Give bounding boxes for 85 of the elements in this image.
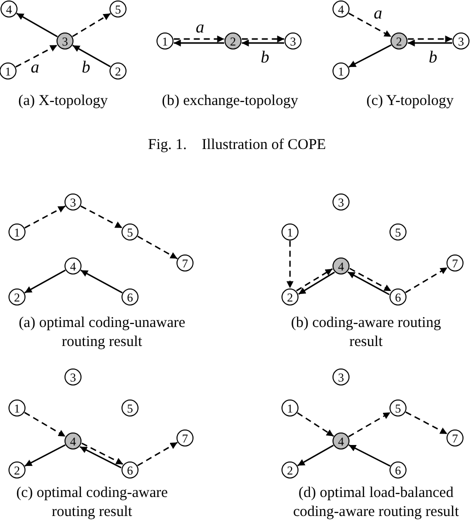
node-circle: 2 xyxy=(282,462,298,478)
node-circle: 2 xyxy=(8,288,26,306)
node-circle: 4 xyxy=(64,258,82,274)
arrow xyxy=(348,12,392,38)
subfigure-caption: (c) optimal coding-aware routing result xyxy=(15,484,169,522)
node-circle: 1 xyxy=(282,400,298,416)
arrow xyxy=(296,268,333,292)
subfigure-caption: (a) X-topology xyxy=(17,92,109,111)
node-circle: 4 xyxy=(64,432,82,450)
node-circle: 2 xyxy=(224,32,242,50)
node-circle: 3 xyxy=(332,368,350,386)
arrow xyxy=(405,266,448,294)
arrow xyxy=(24,444,66,467)
arrow xyxy=(348,444,390,467)
arrow xyxy=(174,36,224,42)
node-circle: 6 xyxy=(390,288,406,306)
node-circle: 5 xyxy=(122,224,138,240)
subfigure-caption: (a) optimal coding-unaware routing result xyxy=(18,314,186,352)
arrow xyxy=(72,44,111,68)
subfigure-caption: (b) exchange-topology xyxy=(160,92,300,111)
node-circle: 4 xyxy=(332,258,350,274)
node-circle: 7 xyxy=(446,254,464,272)
arrow xyxy=(286,240,294,288)
arrow xyxy=(347,271,390,296)
node-circle: 1 xyxy=(282,224,298,240)
edge-label: a xyxy=(30,58,40,76)
node-circle: 5 xyxy=(110,0,126,18)
node-circle: 7 xyxy=(176,430,194,446)
arrow xyxy=(297,444,334,466)
arrow xyxy=(24,412,66,438)
arrow xyxy=(16,12,58,38)
arrow xyxy=(174,40,224,46)
figure-caption: Fig. 1. Illustration of COPE xyxy=(148,137,326,154)
arrow xyxy=(242,40,284,46)
arrow xyxy=(408,36,452,42)
node-circle: 3 xyxy=(64,194,82,210)
arrow xyxy=(80,270,123,294)
node-circle: 5 xyxy=(390,400,406,416)
arrow xyxy=(15,44,58,68)
arrow xyxy=(137,236,178,260)
node-circle: 7 xyxy=(446,430,464,446)
arrow xyxy=(348,412,391,438)
node-circle: 1 xyxy=(0,62,16,80)
arrow xyxy=(349,268,392,292)
node-circle: 5 xyxy=(122,400,138,416)
arrow xyxy=(408,40,452,46)
edge-label: b xyxy=(428,48,438,66)
node-circle: 3 xyxy=(56,32,74,50)
node-circle: 1 xyxy=(8,400,26,416)
node-circle: 4 xyxy=(0,0,18,18)
arrow xyxy=(24,270,66,294)
arrow xyxy=(81,442,124,465)
node-circle: 4 xyxy=(332,432,350,450)
node-circle: 7 xyxy=(176,254,194,272)
node-circle: 4 xyxy=(332,0,350,18)
node-circle: 2 xyxy=(8,462,26,478)
node-circle: 3 xyxy=(332,194,350,210)
node-circle: 6 xyxy=(122,462,138,478)
arrow xyxy=(80,446,122,468)
node-circle: 3 xyxy=(452,32,470,50)
node-circle: 5 xyxy=(390,224,406,240)
subfigure-caption: (d) optimal load-balanced coding-aware routing result xyxy=(292,484,460,522)
node-circle: 6 xyxy=(122,288,138,306)
arrow xyxy=(405,411,448,435)
arrow xyxy=(80,205,123,229)
node-circle: 1 xyxy=(156,32,174,50)
arrow xyxy=(298,272,335,295)
arrow xyxy=(72,12,111,38)
subfigure-caption: (c) Y-topology xyxy=(365,92,455,111)
arrow xyxy=(24,206,66,228)
node-circle: 2 xyxy=(282,288,298,306)
node-circle: 1 xyxy=(8,224,26,240)
node-circle: 3 xyxy=(64,368,82,386)
edge-label: b xyxy=(260,48,270,66)
node-circle: 2 xyxy=(110,62,126,80)
node-circle: 6 xyxy=(390,462,406,478)
node-circle: 3 xyxy=(284,32,302,50)
arrow xyxy=(137,442,178,466)
edge-label: b xyxy=(80,58,92,76)
arrow xyxy=(297,412,334,437)
node-circle: 2 xyxy=(390,32,408,50)
subfigure-caption: (b) coding-aware routing result xyxy=(291,314,441,352)
arrow xyxy=(348,44,392,68)
arrow xyxy=(242,36,284,42)
node-circle: 1 xyxy=(332,62,350,80)
